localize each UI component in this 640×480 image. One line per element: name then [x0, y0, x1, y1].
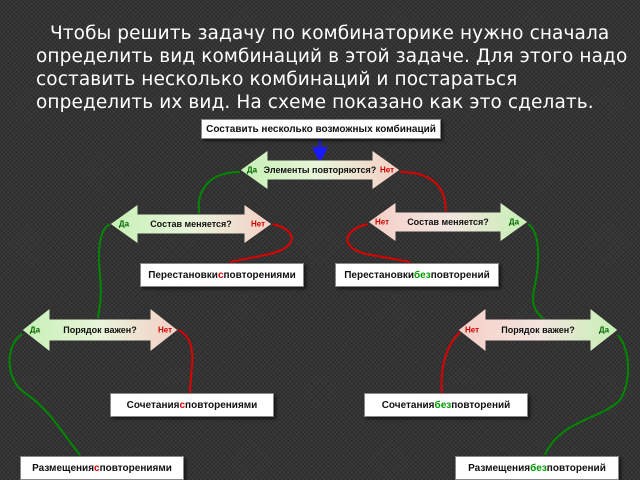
result-permutations-without-repetition: Перестановки без повторений	[335, 263, 499, 287]
result-text: Сочетания	[381, 399, 435, 411]
order-left-no-connector	[177, 329, 194, 394]
compose-left-question: Состав меняется?	[150, 219, 232, 229]
order-right-no-connector	[440, 329, 463, 394]
repeat-no-label: Нет	[379, 165, 395, 175]
result-text: повторениями	[223, 269, 296, 281]
order-left-no-label: Нет	[157, 325, 173, 335]
order-right-yes-label: Да	[598, 325, 610, 335]
order-left-arrow	[21, 306, 179, 354]
repeat-yes-connector	[197, 171, 241, 219]
order-right-arrow	[457, 306, 619, 354]
compose-right-question: Состав меняется?	[407, 217, 489, 227]
repeat-no-connector	[399, 171, 447, 219]
compose-left-no-connector	[229, 223, 293, 263]
result-arrangements-with-repetition: Размещения с повторениями	[20, 456, 184, 480]
result-text: Перестановки	[148, 269, 218, 281]
result-text: Сочетания	[126, 399, 180, 411]
result-text: повторениями	[185, 399, 258, 411]
result-text: Размещения	[32, 462, 95, 474]
start-box: Составить несколько возможных комбинаций	[201, 119, 441, 139]
repeat-arrow	[239, 149, 401, 191]
order-right-question: Порядок важен?	[501, 325, 575, 335]
result-text: повторениями	[99, 462, 172, 474]
compose-right-yes-connector	[527, 223, 546, 321]
result-text: повторений	[451, 399, 511, 411]
result-combinations-with-repetition: Сочетания с повторениями	[110, 393, 274, 417]
result-accent: без	[434, 399, 452, 411]
compose-right-no-connector	[346, 223, 411, 263]
result-text: Перестановки	[344, 269, 414, 281]
result-text: повторений	[430, 269, 490, 281]
compose-left-arrow	[109, 203, 273, 245]
repeat-question: Элементы повторяются?	[263, 165, 377, 175]
compose-right-no-label: Нет	[374, 217, 390, 227]
compose-right-arrow	[367, 201, 529, 243]
result-accent: без	[530, 462, 547, 474]
compose-left-yes-connector	[97, 223, 111, 319]
result-combinations-without-repetition: Сочетания без повторений	[364, 393, 528, 417]
result-text: Размещения	[468, 462, 531, 474]
result-permutations-with-repetition: Перестановки с повторениями	[140, 263, 304, 287]
result-text: повторений	[546, 462, 606, 474]
order-left-question: Порядок важен?	[63, 325, 137, 335]
order-left-yes-label: Да	[29, 325, 41, 335]
compose-right-yes-label: Да	[508, 217, 520, 227]
order-right-no-label: Нет	[464, 325, 480, 335]
result-accent: без	[414, 269, 431, 281]
compose-left-no-label: Нет	[250, 219, 266, 229]
result-accent: с	[179, 399, 186, 411]
order-right-yes-connector	[544, 334, 630, 456]
intro-text: Чтобы решить задачу по комбинаторике нуж…	[36, 23, 628, 113]
repeat-yes-label: Да	[246, 165, 258, 175]
result-accent: с	[217, 269, 224, 281]
compose-left-yes-label: Да	[118, 219, 130, 229]
result-accent: с	[94, 462, 100, 474]
result-arrangements-without-repetition: Размещения без повторений	[455, 456, 619, 480]
start-box-label: Составить несколько возможных комбинаций	[206, 123, 436, 135]
order-left-yes-connector	[8, 333, 81, 456]
